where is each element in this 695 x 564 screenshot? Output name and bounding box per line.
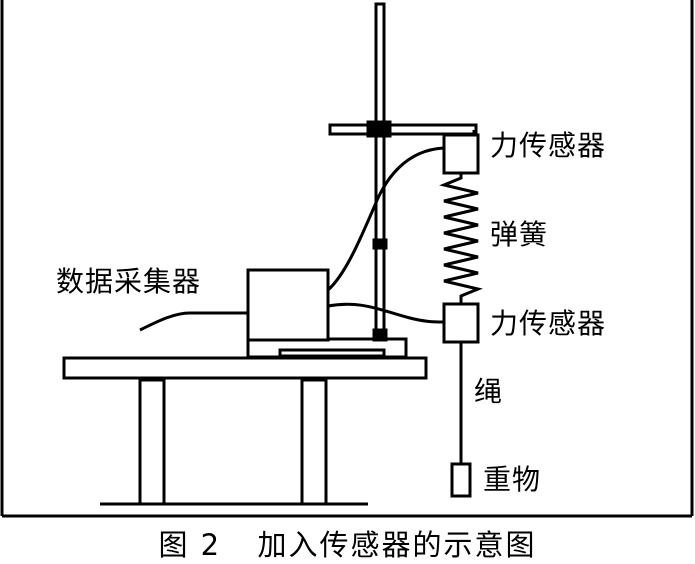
wires	[139, 146, 445, 332]
stand-rod-clip	[372, 238, 388, 250]
data-collector-box	[246, 268, 330, 342]
wire-collector-to-bottom-sensor	[327, 302, 445, 324]
label-top-force-sensor: 力传感器	[490, 129, 607, 162]
wire-collector-to-top-sensor	[326, 146, 445, 292]
label-data-collector: 数据采集器	[56, 265, 202, 298]
figure-caption: 图 2 加入传感器的示意图	[0, 522, 695, 564]
table	[62, 356, 428, 506]
stand-rod	[374, 2, 386, 342]
wire-collector-output	[139, 311, 248, 332]
stand-clamp	[366, 120, 392, 138]
stand-crossarm	[328, 123, 478, 136]
weight	[450, 462, 472, 498]
label-weight: 重物	[483, 463, 542, 496]
stand-rod-foot	[372, 328, 388, 342]
top-force-sensor	[442, 133, 480, 175]
table-leg-left	[138, 378, 166, 506]
figure-number: 图 2	[158, 528, 222, 562]
bottom-force-sensor	[442, 302, 480, 344]
spring	[439, 173, 483, 304]
label-bottom-force-sensor: 力传感器	[490, 307, 607, 340]
figure-title: 加入传感器的示意图	[257, 528, 537, 562]
label-rope: 绳	[474, 375, 504, 408]
label-spring: 弹簧	[490, 218, 549, 251]
figure-border	[0, 0, 694, 518]
table-top	[62, 356, 428, 380]
table-leg-right	[300, 378, 328, 506]
stand-base-inner	[278, 348, 386, 358]
